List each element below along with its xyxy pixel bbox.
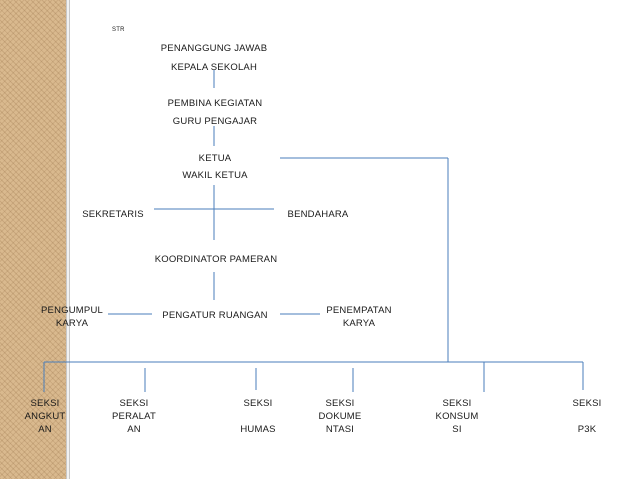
role-sekretaris: SEKRETARIS (82, 209, 144, 220)
role-pembina-kegiatan: PEMBINA KEGIATAN (167, 98, 263, 109)
section-humas: SEKSI HUMAS (240, 398, 276, 435)
section-p3k: SEKSI P3K (572, 398, 602, 435)
corner-label: STR (112, 27, 125, 33)
role-bendahara: BENDAHARA (287, 209, 349, 220)
section-dokumentasi: SEKSI DOKUME NTASI (318, 398, 362, 435)
decorative-side-band (0, 0, 66, 479)
role-pengumpul-karya: PENGUMPUL KARYA (41, 305, 103, 329)
decorative-side-rule (66, 0, 70, 479)
role-guru-pengajar: GURU PENGAJAR (172, 116, 258, 127)
section-konsumsi: SEKSI KONSUM SI (435, 398, 479, 435)
role-kepala-sekolah: KEPALA SEKOLAH (170, 62, 258, 73)
role-penanggung-jawab: PENANGGUNG JAWAB (160, 43, 268, 54)
role-ketua: KETUA (198, 153, 232, 164)
role-penempatan-karya: PENEMPATAN KARYA (326, 305, 392, 329)
section-peralatan: SEKSI PERALAT AN (112, 398, 156, 435)
section-angkutan: SEKSI ANGKUT AN (24, 398, 66, 435)
role-wakil-ketua: WAKIL KETUA (182, 170, 248, 181)
role-koordinator-pameran: KOORDINATOR PAMERAN (154, 254, 278, 265)
role-pengatur-ruangan: PENGATUR RUANGAN (162, 310, 268, 321)
